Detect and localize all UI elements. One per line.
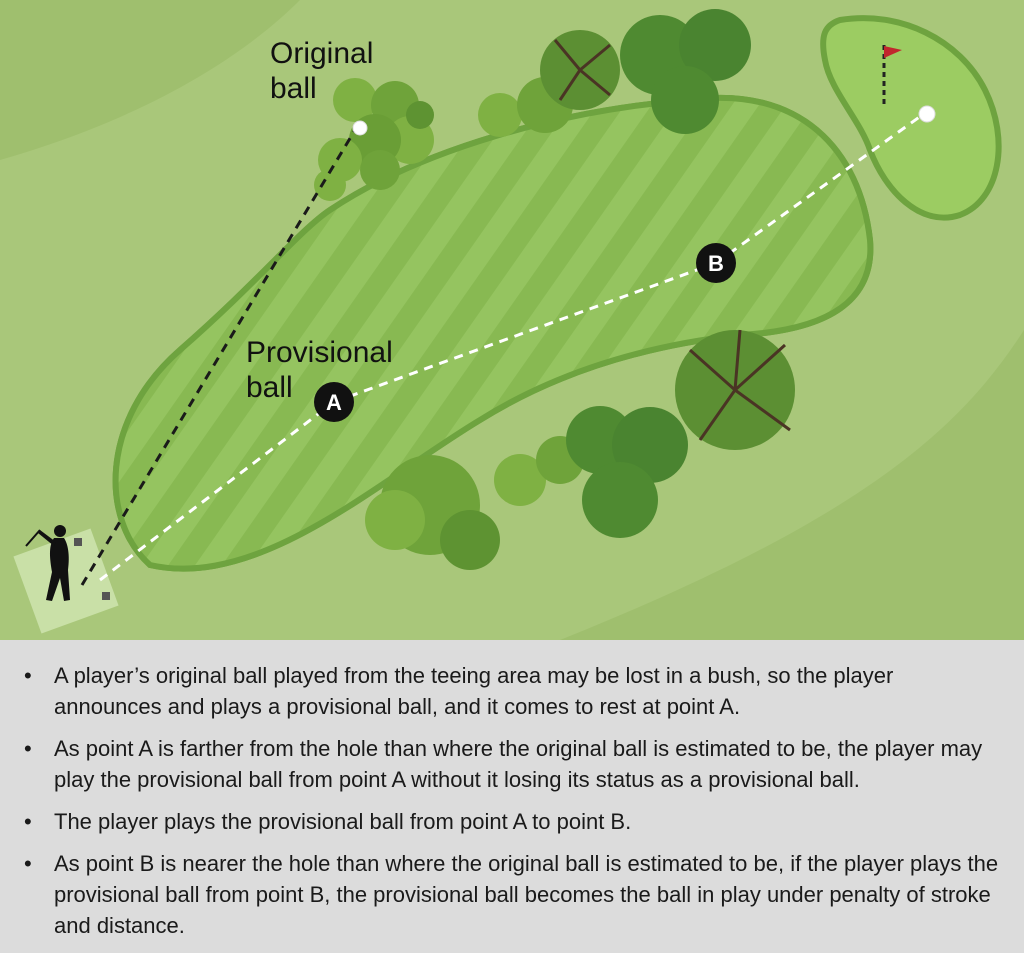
point-a-marker: A [314,382,354,422]
explanation-list: A player’s original ball played from the… [22,660,1004,941]
provisional-ball-label: Provisional [246,336,393,369]
provisional-ball-label-line2: ball [246,371,293,404]
tree-icon [365,329,795,570]
putting-green [820,15,1002,221]
svg-text:B: B [708,251,724,276]
explanation-panel: A player’s original ball played from the… [0,640,1024,953]
golfer-silhouette-icon [25,525,70,601]
note-item: A player’s original ball played from the… [22,660,1004,722]
note-item: The player plays the provisional ball fr… [22,806,1004,837]
tee-marker-top [74,538,82,546]
rough-dark-band [0,0,300,160]
tree-icon [478,9,751,137]
golf-hole-diagram: Original ball Provisional ball A B [0,0,1024,640]
svg-text:A: A [326,390,342,415]
provisional-path-tee-to-a [99,400,335,582]
original-ball-path [80,129,357,586]
ball-on-green [918,105,936,123]
note-item: As point B is nearer the hole than where… [22,848,1004,941]
original-ball [352,120,368,136]
provisional-path-b-to-green [715,111,926,265]
flag-icon [882,45,902,108]
original-ball-label-line2: ball [270,72,317,105]
original-ball-label: Original [270,37,373,70]
tee-marker-bottom [102,592,110,600]
rough-dark-band-right [560,330,1024,640]
point-b-marker: B [696,243,736,283]
note-item: As point A is farther from the hole than… [22,733,1004,795]
provisional-path-a-to-b [333,261,717,404]
